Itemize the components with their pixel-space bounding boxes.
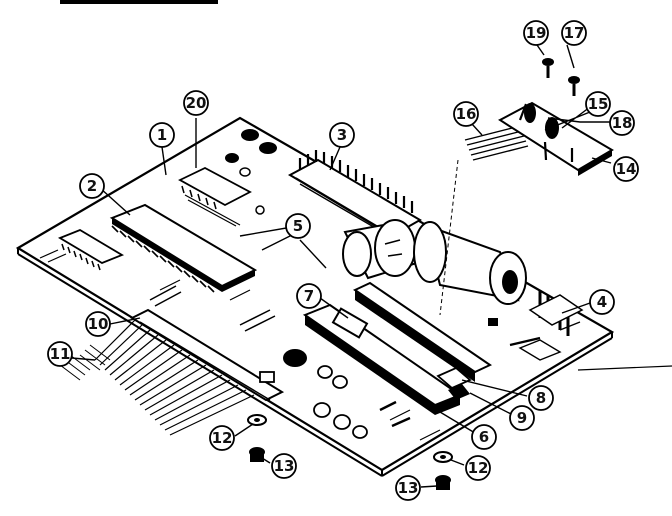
screw-19	[542, 58, 554, 78]
svg-text:11: 11	[50, 345, 71, 363]
callout-19: 19	[523, 20, 549, 46]
callout-18: 18	[609, 110, 635, 136]
callout-3: 3	[329, 122, 355, 148]
connector-pins	[488, 290, 584, 361]
heatsink	[287, 150, 422, 241]
svg-text:13: 13	[398, 479, 419, 497]
foot-13-right	[435, 475, 451, 490]
ribbon-cable-top	[464, 125, 529, 161]
callout-2: 2	[79, 173, 105, 199]
svg-text:10: 10	[88, 315, 109, 333]
callout-4: 4	[589, 289, 615, 315]
svg-text:12: 12	[212, 429, 233, 447]
heatsink-bar-assembly	[302, 281, 493, 415]
svg-text:15: 15	[588, 95, 609, 113]
svg-text:18: 18	[612, 114, 633, 132]
large-ic-chip	[109, 203, 258, 293]
svg-text:5: 5	[293, 217, 303, 235]
callout-1: 1	[149, 122, 175, 148]
callout-13-right: 13	[395, 475, 421, 501]
svg-text:7: 7	[304, 287, 314, 305]
svg-text:1: 1	[157, 126, 167, 144]
svg-text:12: 12	[468, 459, 489, 477]
callout-12-right: 12	[465, 455, 491, 481]
washer-12-left	[247, 414, 267, 426]
callout-14: 14	[613, 156, 639, 182]
callout-6: 6	[471, 424, 497, 450]
edge-connector-strip	[129, 308, 285, 402]
callout-17: 17	[561, 20, 587, 46]
dashed-leader-16	[439, 159, 459, 316]
svg-text:19: 19	[526, 24, 547, 42]
left-ic-chip	[57, 228, 125, 271]
washer-12-right	[433, 451, 453, 463]
sub-board	[498, 101, 614, 176]
ribbon-cable	[59, 319, 255, 436]
callout-10: 10	[85, 311, 111, 337]
callout-7: 7	[296, 283, 322, 309]
callout-13-left: 13	[271, 453, 297, 479]
callout-5: 5	[285, 213, 311, 239]
callout-16: 16	[453, 101, 479, 127]
callout-8: 8	[528, 385, 554, 411]
screw-17	[568, 76, 580, 96]
svg-text:14: 14	[616, 160, 637, 178]
small-capacitors	[225, 129, 277, 215]
svg-text:3: 3	[337, 126, 347, 144]
small-ic-chip	[178, 166, 252, 227]
callout-15: 15	[585, 91, 611, 117]
svg-text:8: 8	[536, 389, 546, 407]
svg-text:17: 17	[564, 24, 585, 42]
svg-text:9: 9	[517, 409, 527, 427]
svg-text:2: 2	[87, 177, 97, 195]
large-capacitor-left	[342, 219, 422, 280]
small-components	[283, 336, 541, 439]
svg-text:4: 4	[597, 293, 607, 311]
callout-11: 11	[47, 341, 73, 367]
callout-9: 9	[509, 405, 535, 431]
reference-line	[577, 365, 672, 371]
callout-12-left: 12	[209, 425, 235, 451]
svg-text:16: 16	[456, 105, 477, 123]
callout-20: 20	[183, 90, 209, 116]
svg-text:20: 20	[186, 94, 207, 112]
large-capacitor-right	[413, 221, 527, 305]
svg-text:6: 6	[479, 428, 489, 446]
svg-text:13: 13	[274, 457, 295, 475]
foot-13-left	[249, 447, 265, 462]
